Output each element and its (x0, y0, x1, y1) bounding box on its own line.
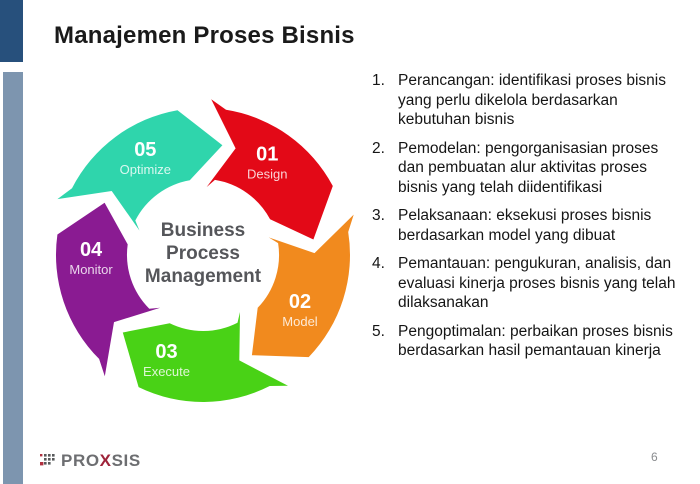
segment-number-label: 02 (289, 291, 311, 313)
segment-name-label: Design (247, 166, 287, 181)
bpm-center-line: Process (166, 243, 240, 264)
segment-design (206, 99, 333, 240)
page-title: Manajemen Proses Bisnis (54, 22, 355, 49)
list-item-text: Pelaksanaan: eksekusi proses bisnis berd… (398, 207, 652, 244)
list-item-text: Pengoptimalan: perbaikan proses bisnis b… (398, 322, 673, 360)
list-item: 4. Pemantauan: pengukuran, analisis, dan… (372, 254, 686, 313)
logo-text-x: X (99, 451, 112, 470)
segment-name-label: Model (282, 314, 318, 329)
segment-number-label: 04 (80, 239, 103, 261)
segment-model (251, 214, 354, 358)
logo-text-post: SIS (111, 451, 141, 470)
proxsis-logo-text: PROXSIS (61, 451, 141, 471)
footer-logo: PROXSIS (40, 451, 141, 471)
segment-number-label: 01 (256, 143, 278, 165)
page-number: 6 (651, 450, 658, 464)
list-item-text: Perancangan: identifikasi proses bisnis … (398, 72, 666, 128)
accent-bar-side (3, 72, 23, 484)
list-item-number: 1. (372, 72, 385, 89)
list-item-text: Pemodelan: pengorganisasian proses dan p… (398, 139, 659, 196)
list-item-text: Pemantauan: pengukuran, analisis, dan ev… (398, 255, 676, 311)
list-item-number: 4. (372, 255, 385, 272)
list-item-number: 5. (372, 322, 385, 340)
segment-monitor (55, 202, 161, 377)
numbered-list: 1. Perancangan: identifikasi proses bisn… (372, 71, 686, 370)
list-item: 2. Pemodelan: pengorganisasian proses da… (372, 139, 686, 198)
list-item: 5. Pengoptimalan: perbaikan proses bisni… (372, 322, 686, 361)
segment-number-label: 05 (134, 139, 156, 161)
bpm-center-line: Management (144, 266, 262, 287)
list-item-number: 3. (372, 207, 385, 224)
proxsis-logo-dots-icon (40, 454, 55, 466)
logo-text-pre: PRO (61, 451, 100, 470)
bpm-center-label: Business Process Management (123, 219, 283, 288)
segment-number-label: 03 (155, 341, 177, 363)
list-item: 1. Perancangan: identifikasi proses bisn… (372, 71, 686, 130)
list-item: 3. Pelaksanaan: eksekusi proses bisnis b… (372, 206, 686, 245)
segment-name-label: Optimize (120, 162, 171, 177)
accent-bar-top (0, 0, 23, 62)
list-item-number: 2. (372, 139, 385, 157)
segment-optimize (57, 110, 223, 231)
bpm-center-line: Business (160, 220, 246, 241)
segment-execute (122, 312, 288, 402)
segment-name-label: Execute (143, 364, 190, 379)
segment-name-label: Monitor (69, 262, 113, 277)
